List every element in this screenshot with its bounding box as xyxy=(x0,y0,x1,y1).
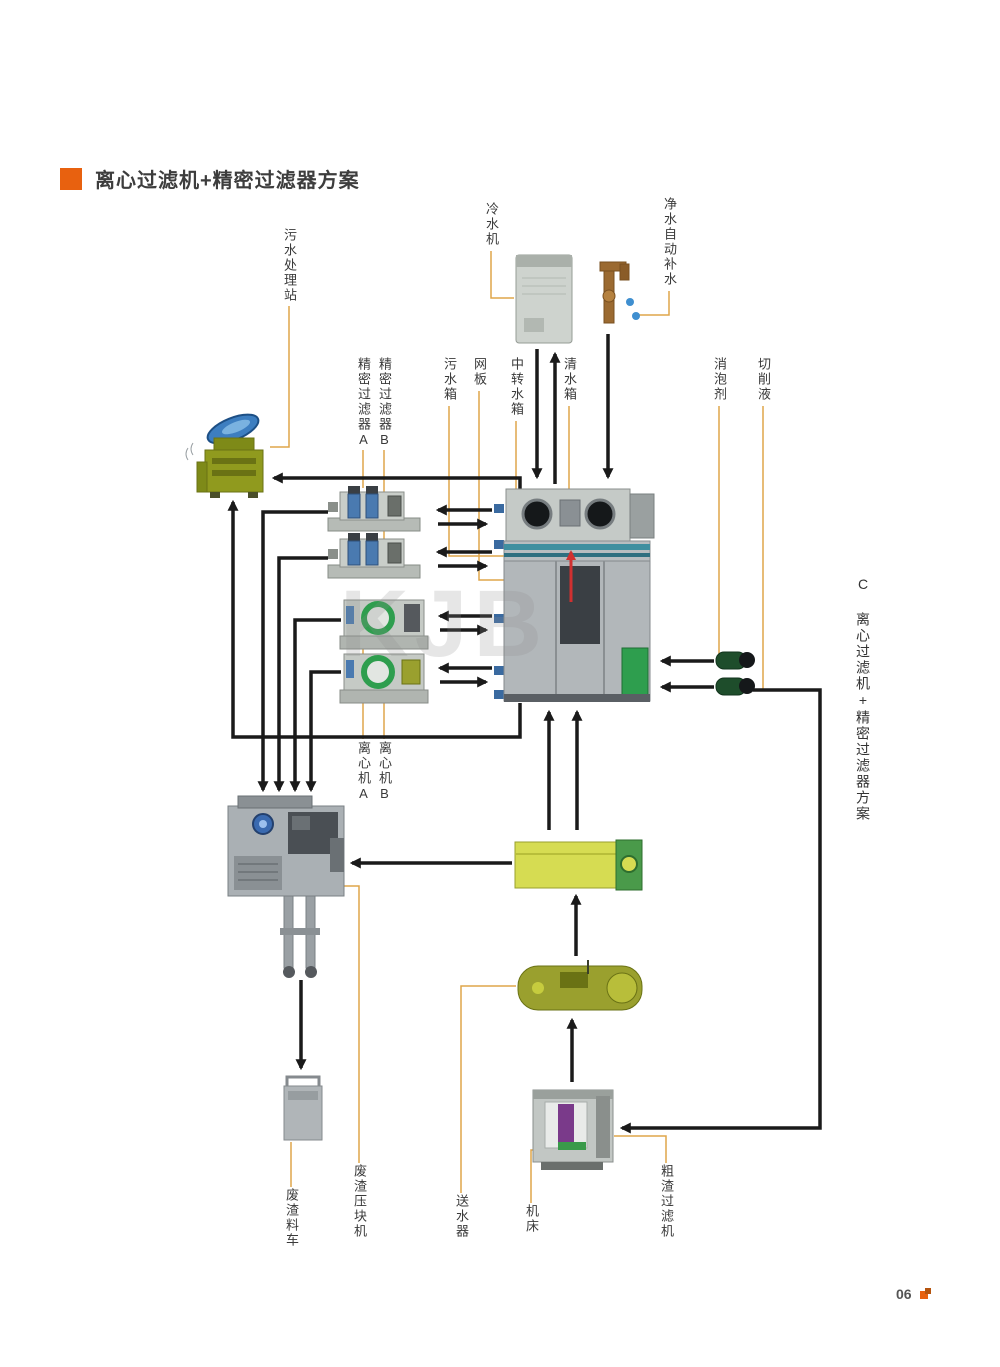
label-dirty-tank: 污水箱 xyxy=(442,357,457,402)
waste-cart-unit xyxy=(283,1075,323,1141)
water-refill-faucet xyxy=(599,261,640,324)
label-machine-tool: 机床 xyxy=(524,1204,539,1234)
label-coarse-filter: 粗渣过滤机 xyxy=(659,1164,674,1239)
footer-accent-small-icon xyxy=(924,1288,931,1294)
label-transfer-tank: 中转水箱 xyxy=(509,357,524,417)
machine-tool-unit xyxy=(532,1089,614,1170)
label-waste-cart: 废渣料车 xyxy=(284,1188,299,1248)
centrifuge-b-unit xyxy=(339,653,429,704)
page-title: 离心过滤机+精密过滤器方案 xyxy=(95,170,360,192)
label-defoamer: 消泡剂 xyxy=(712,357,727,402)
page-footer: 06 xyxy=(896,1286,931,1302)
precision-filter-b-unit xyxy=(327,533,421,579)
main-tank-assembly xyxy=(494,488,655,702)
precision-filter-a-unit xyxy=(327,486,421,532)
chiller-unit xyxy=(515,254,573,344)
label-cutting-fluid: 切削液 xyxy=(756,357,771,402)
sewage-treatment-station-unit xyxy=(185,413,264,498)
flow-arrows xyxy=(227,334,822,1134)
scheme-caption: C 离心过滤机+精密过滤器方案 xyxy=(855,576,871,822)
defoamer-pump xyxy=(715,651,755,670)
footer-accent-icon xyxy=(919,1291,928,1299)
label-centrifuge-a: 离心机A xyxy=(356,741,371,803)
label-briquetting-machine: 废渣压块机 xyxy=(352,1164,367,1239)
briquetting-machine-unit xyxy=(227,795,345,978)
cutting-fluid-pump xyxy=(715,677,755,696)
label-centrifuge-b: 离心机B xyxy=(377,741,392,803)
page-header: 离心过滤机+精密过滤器方案 xyxy=(60,164,360,193)
label-clean-water-refill: 净水自动补水 xyxy=(662,197,677,287)
centrifuge-a-unit xyxy=(339,599,429,650)
label-chiller: 冷水机 xyxy=(484,202,499,247)
label-clean-tank: 清水箱 xyxy=(562,357,577,402)
chip-conveyor-unit xyxy=(514,839,643,891)
page-number: 06 xyxy=(896,1286,912,1302)
label-sewage-station: 污水处理站 xyxy=(282,228,297,303)
accent-square-icon xyxy=(60,167,82,190)
label-precision-filter-a: 精密过滤器A xyxy=(356,357,371,449)
water-feeder-unit xyxy=(517,960,643,1011)
label-precision-filter-b: 精密过滤器B xyxy=(377,357,392,449)
label-water-feeder: 送水器 xyxy=(454,1194,469,1239)
label-mesh-plate: 网板 xyxy=(472,357,487,387)
